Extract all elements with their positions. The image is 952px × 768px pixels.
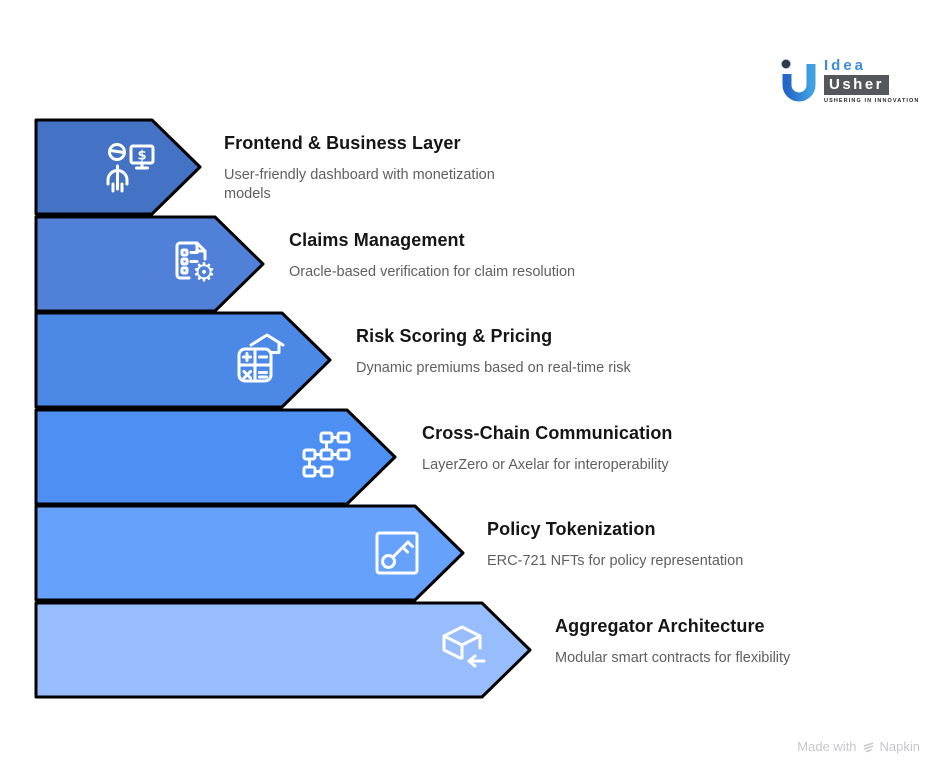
logo-usher-text: Usher: [824, 75, 890, 95]
layer-arrow-5: [34, 504, 465, 602]
layer-title: Policy Tokenization: [487, 519, 656, 539]
idea-usher-logo: Idea Usher USHERING IN INNOVATION: [778, 57, 920, 107]
made-with-text: Made with: [797, 739, 857, 754]
calculator-house-icon: [234, 332, 290, 388]
napkin-brand-text: Napkin: [879, 739, 920, 754]
layer-description: Modular smart contracts for flexibility: [555, 650, 791, 666]
logo-idea-text: Idea: [824, 57, 867, 74]
layer-3-text: Risk Scoring & Pricing Dynamic premiums …: [356, 324, 631, 378]
layer-2-text: Claims Management Oracle-based verificat…: [289, 228, 575, 282]
layer-arrow-6: [34, 601, 532, 699]
layer-1-text: Frontend & Business Layer User-friendly …: [224, 131, 519, 204]
network-nodes-icon: [302, 429, 358, 485]
logo-tagline: USHERING IN INNOVATION: [824, 98, 920, 104]
layer-description: ERC-721 NFTs for policy representation: [487, 553, 744, 569]
svg-text:⚙: ⚙: [192, 258, 215, 288]
document-gear-icon: ⚙: [169, 236, 225, 292]
layer-title: Risk Scoring & Pricing: [356, 326, 553, 346]
layer-title: Cross-Chain Communication: [422, 423, 673, 443]
layer-description: LayerZero or Axelar for interoperability: [422, 457, 669, 473]
key-icon: [369, 525, 425, 581]
layer-5-text: Policy Tokenization ERC-721 NFTs for pol…: [487, 517, 743, 571]
user-dashboard-dollar-icon: $: [104, 139, 160, 195]
layer-4-text: Cross-Chain Communication LayerZero or A…: [422, 421, 673, 475]
layer-6-text: Aggregator Architecture Modular smart co…: [555, 614, 790, 668]
layer-title: Frontend & Business Layer: [224, 133, 461, 153]
layer-arrow-2: [34, 215, 265, 313]
napkin-icon: [863, 742, 873, 753]
layer-title: Claims Management: [289, 230, 465, 250]
idea-usher-u-icon: [781, 59, 816, 102]
layer-description: Dynamic premiums based on real-time risk: [356, 360, 631, 376]
cube-arrow-icon: [434, 622, 490, 678]
svg-text:$: $: [137, 149, 146, 164]
layer-arrow-4: [34, 408, 397, 506]
layer-arrow-3: [34, 311, 332, 409]
made-with-napkin: Made with Napkin: [797, 739, 920, 754]
layer-description: Oracle-based verification for claim reso…: [289, 264, 576, 280]
layer-description: User-friendly dashboard with monetizatio…: [224, 167, 495, 202]
layer-title: Aggregator Architecture: [555, 616, 765, 636]
